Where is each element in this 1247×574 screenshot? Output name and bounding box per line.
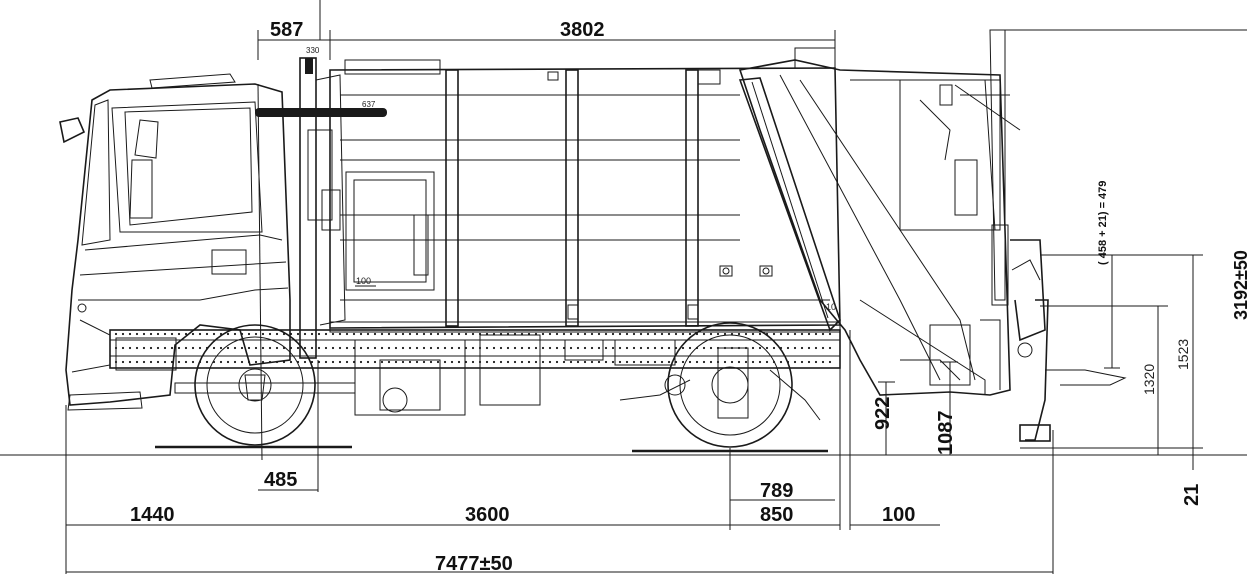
dim-1523: 1523 — [1175, 339, 1191, 370]
truck-cab — [59, 73, 291, 461]
label-10: 10 — [826, 302, 836, 312]
rear-wheel — [632, 322, 828, 453]
bin-lifter — [1010, 239, 1127, 442]
chassis-frame — [109, 321, 841, 369]
label-100: 100 — [356, 276, 371, 286]
front-wheel — [155, 324, 356, 449]
underbody — [354, 334, 821, 421]
dim-1087: 1087 — [935, 411, 957, 456]
dim-485: 485 — [264, 469, 297, 491]
dim-1320: 1320 — [1141, 364, 1157, 395]
label-637: 637 — [362, 100, 376, 109]
label-330: 330 — [306, 46, 320, 55]
dim-789: 789 — [760, 480, 793, 502]
dimension-labels: 587 3802 485 1440 3600 789 850 100 7477±… — [130, 19, 1247, 574]
compactor-body — [329, 67, 841, 329]
dimension-lines — [65, 0, 1203, 574]
dim-850: 850 — [760, 504, 793, 526]
dim-21: 21 — [1181, 484, 1203, 506]
dim-3192: 3192±50 — [1231, 250, 1247, 320]
dim-587: 587 — [270, 19, 303, 41]
dim-479: ( 458 + 21) = 479 — [1097, 181, 1109, 265]
tailgate — [738, 29, 1247, 396]
hydraulic-column — [255, 57, 441, 359]
dim-3600: 3600 — [465, 504, 510, 526]
dim-3802: 3802 — [560, 19, 605, 41]
dim-7477: 7477±50 — [435, 553, 513, 574]
dim-100: 100 — [882, 504, 915, 526]
dim-1440: 1440 — [130, 504, 175, 526]
dim-922: 922 — [872, 397, 894, 430]
